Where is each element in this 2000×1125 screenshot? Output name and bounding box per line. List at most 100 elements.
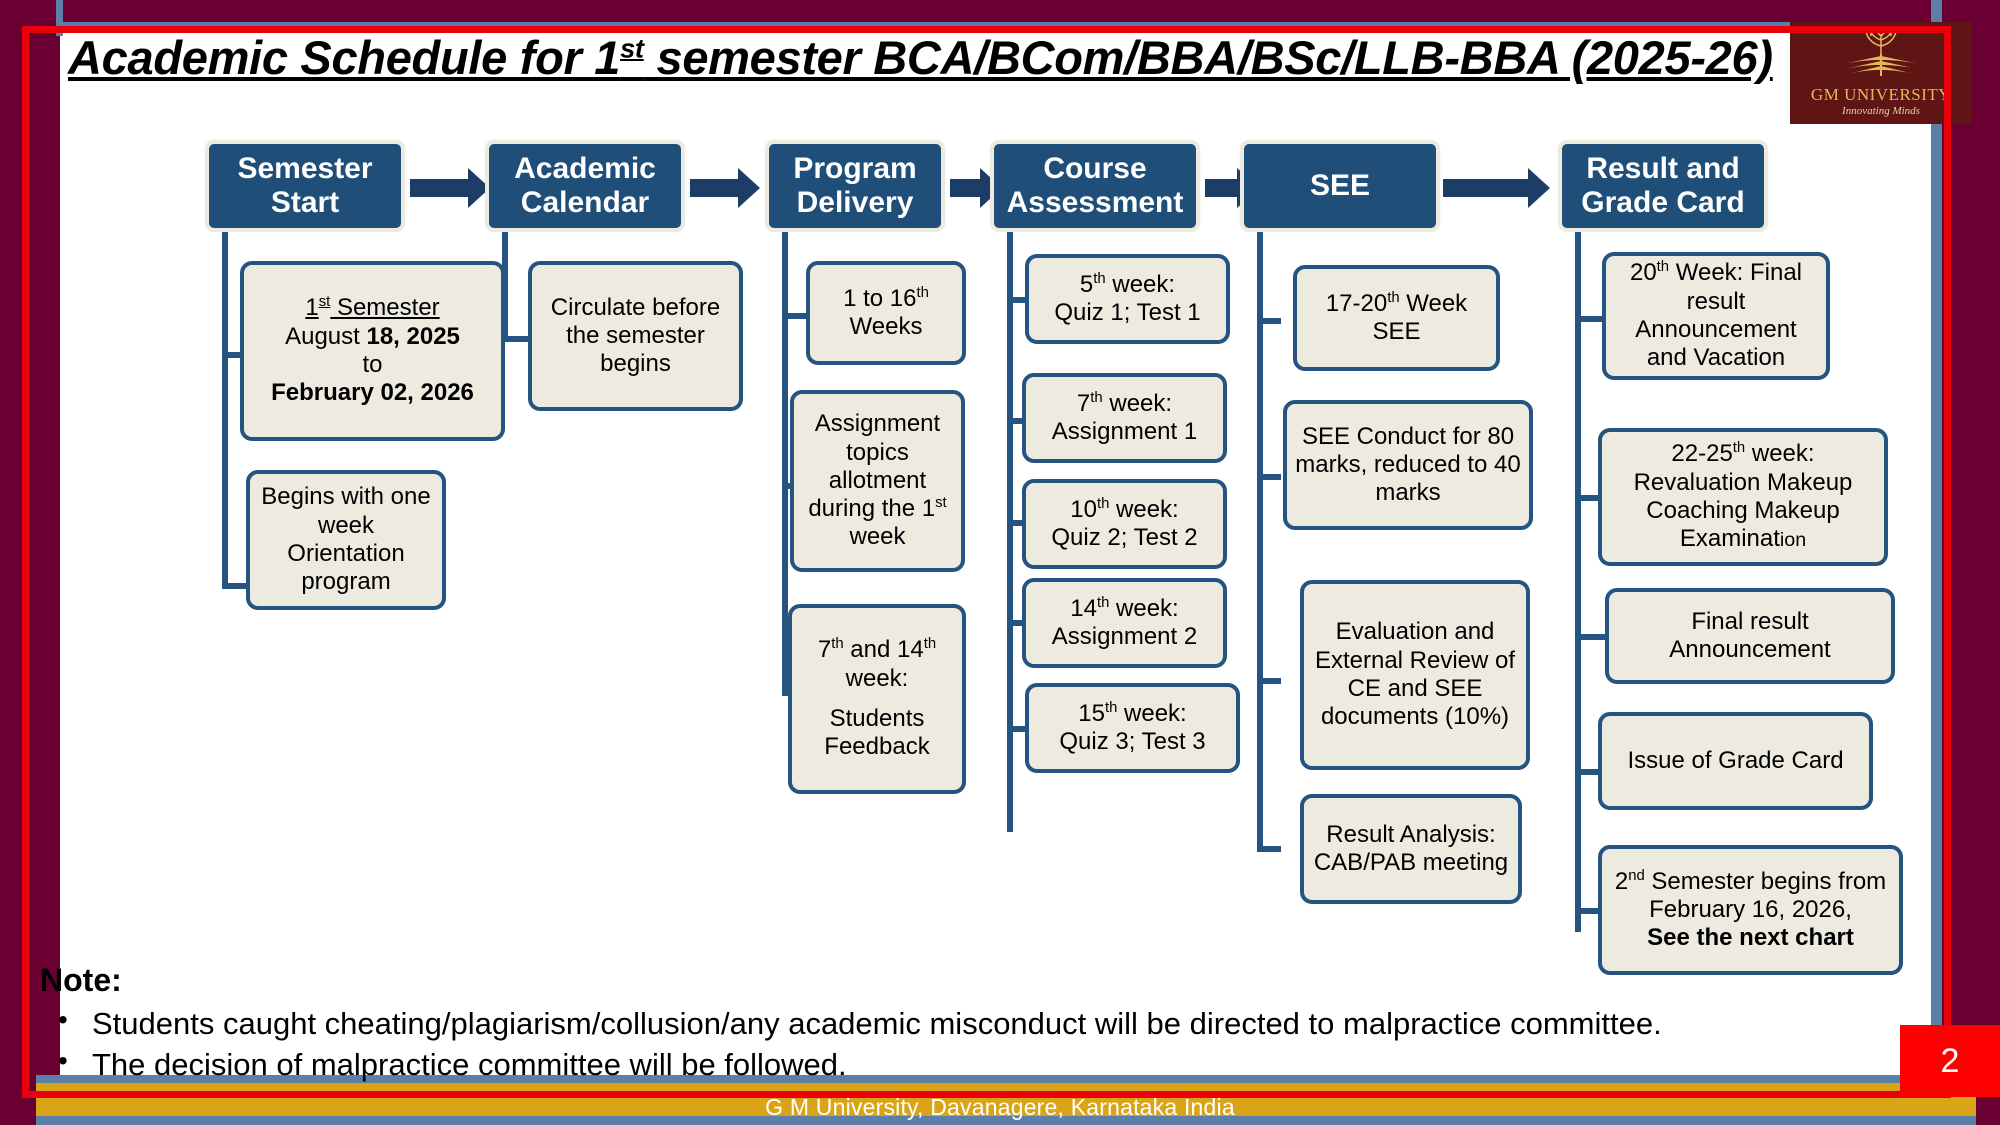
logo-university-name: GM UNIVERSITY [1810,85,1952,104]
week5-label: 5th week: [1037,271,1218,299]
week7-num: 7 [1076,389,1091,417]
week15-label: 15th week: [1037,700,1228,728]
stage-item-assignment-topics[interactable]: Assignment topics allotment during the 1… [790,390,965,572]
frame-left-steel-band [56,0,63,36]
semester-start-month: August [285,322,367,350]
stage-header-academic-calendar[interactable]: Academic Calendar [485,140,685,232]
feedback-week-first: 7 [817,636,832,664]
note-title: Note: [40,962,122,998]
week14-label: 14th week: [1034,595,1215,623]
week14-num: 14 [1070,594,1097,622]
stage-item-evaluation-external-review[interactable]: Evaluation and External Review of CE and… [1300,580,1530,770]
stage-item-result-analysis[interactable]: Result Analysis: CAB/PAB meeting [1300,794,1522,904]
connector-hline-col6-item2 [1575,495,1605,501]
stage-header-course-assessment-line1: Course [1043,152,1147,186]
semester-dates-line3: to [362,351,383,378]
stage-header-program-delivery-line1: Program [793,152,917,186]
revaluation-word-tail: ion [1779,529,1807,552]
stage-header-see[interactable]: SEE [1240,140,1440,232]
stage-item-orientation-program[interactable]: Begins with one week Orientation program [246,470,446,610]
connector-vline-col2 [502,232,508,342]
revaluation-week-suffix: th [1732,440,1746,457]
stage-item-week10-quiz2-test2[interactable]: 10th week: Quiz 2; Test 2 [1022,479,1227,569]
page-number-badge: 2 [1900,1025,2000,1097]
feedback-week-label: week: [845,664,909,692]
connector-hline-col3-item1 [782,313,810,319]
stage-header-semester-start[interactable]: Semester Start [205,140,405,232]
flow-arrow-5 [1443,168,1553,208]
semester-dates-line1: 1st Semester [252,294,493,322]
week5-word: week: [1105,270,1176,298]
stage-header-course-assessment[interactable]: Course Assessment [990,140,1200,232]
note-list: Students caught cheating/plagiarism/coll… [40,1001,1800,1085]
issue-grade-card-text: Issue of Grade Card [1627,746,1844,774]
stage-item-week7-assignment1[interactable]: 7th week: Assignment 1 [1022,373,1227,463]
connector-hline-col5-item3 [1257,678,1281,684]
stage-item-see-conduct-marks[interactable]: SEE Conduct for 80 marks, reduced to 40 … [1283,400,1533,530]
stage-item-weeks-1-to-16[interactable]: 1 to 16th Weeks [806,261,966,365]
stage-item-students-feedback[interactable]: 7th and 14th week: Students Feedback [788,604,966,794]
connector-hline-col4-item2 [1007,418,1029,424]
stage-item-revaluation-makeup[interactable]: 22-25th week: Revaluation Makeup Coachin… [1598,428,1888,566]
second-semester-begins-text: 2nd Semester begins from February 16, 20… [1610,868,1891,953]
second-semester-date: Semester begins from February 16, 2026, [1644,867,1887,923]
connector-hline-col6-item1 [1575,316,1605,322]
connector-hline-col6-item3 [1575,634,1611,640]
week15-word: week: [1117,699,1187,727]
connector-hline-col6-item5 [1575,908,1605,914]
stage-item-week14-assignment2[interactable]: 14th week: Assignment 2 [1022,578,1227,668]
page-title-ordinal: st [620,32,644,64]
connector-hline-col5-item2 [1257,474,1281,480]
stage-item-week15-quiz3-test3[interactable]: 15th week: Quiz 3; Test 3 [1025,683,1240,773]
stage-item-issue-grade-card[interactable]: Issue of Grade Card [1598,712,1873,810]
stage-header-program-delivery[interactable]: Program Delivery [765,140,945,232]
stage-item-final-result-vacation[interactable]: 20th Week: Final result Announcement and… [1602,252,1830,380]
frame-red-outline [22,26,1951,1098]
stage-header-result-and-grade-card[interactable]: Result and Grade Card [1558,140,1768,232]
students-feedback-line2: Students Feedback [824,705,930,761]
assignment-topics-text: Assignment topics allotment during the 1… [802,410,953,552]
week7-label: 7th week: [1034,390,1215,418]
frame-top-maroon-band [0,0,2000,22]
students-feedback-line1: 7th and 14th week: [800,636,954,693]
note-list-item: Students caught cheating/plagiarism/coll… [40,1001,1800,1044]
stage-header-academic-calendar-line2: Calendar [520,186,650,219]
gm-university-logo: GM UNIVERSITY Innovating Minds [1790,22,1972,124]
final-result-week-suffix: th [1656,259,1670,276]
week14-tasks: Assignment 2 [1051,623,1198,650]
week14-suffix: th [1096,594,1110,611]
weeks-range-start: 1 to 16 [843,284,917,312]
semester-dates-label: Semester [330,294,440,322]
stage-header-see-line1: SEE [1309,169,1371,203]
stage-item-week5-quiz1-test1[interactable]: 5th week: Quiz 1; Test 1 [1025,254,1230,344]
note-list-item: The decision of malpractice committee wi… [40,1042,1800,1085]
week10-label: 10th week: [1034,496,1215,524]
feedback-week-second-suffix: th [923,636,937,653]
stage-item-second-semester-begins[interactable]: 2nd Semester begins from February 16, 20… [1598,845,1903,975]
frame-left-maroon-band [0,0,60,1125]
semester-dates-ordinal-num: 1 [305,294,319,322]
semester-end-date: February 02, 2026 [271,379,474,407]
stage-header-semester-start-line2: Start [270,186,340,219]
stage-item-final-result-announcement[interactable]: Final result Announcement [1605,588,1895,684]
stage-item-see-week-17-20[interactable]: 17-20th Week SEE [1293,265,1500,371]
frame-bottom-steel-band-2 [36,1116,1976,1125]
frame-bottom-gold-band [36,1083,1976,1117]
week10-word: week: [1109,495,1179,523]
week7-tasks: Assignment 1 [1051,418,1198,445]
stage-header-academic-calendar-line1: Academic [514,152,656,186]
connector-vline-col3 [782,232,788,696]
circulate-calendar-text: Circulate before the semester begins [550,293,721,378]
assignment-topics-main: Assignment topics allotment during the 1 [808,410,941,523]
connector-hline-col4-item3 [1007,520,1029,526]
page-title: Academic Schedule for 1st semester BCA/B… [68,30,1788,85]
connector-hline-col4-item4 [1007,620,1029,626]
final-result-announcement-text: Final result Announcement [1669,607,1831,663]
footer-text: G M University, Davanagere, Karnataka In… [765,1094,1235,1120]
stage-item-semester-dates[interactable]: 1st Semester August 18, 2025 to February… [240,261,505,441]
assignment-topics-tail: week [849,523,906,551]
week7-word: week: [1102,389,1173,417]
see-week-suffix: th [1387,289,1400,306]
weeks-1-to-16-text: 1 to 16th Weeks [818,285,954,342]
stage-item-circulate-calendar[interactable]: Circulate before the semester begins [528,261,743,411]
